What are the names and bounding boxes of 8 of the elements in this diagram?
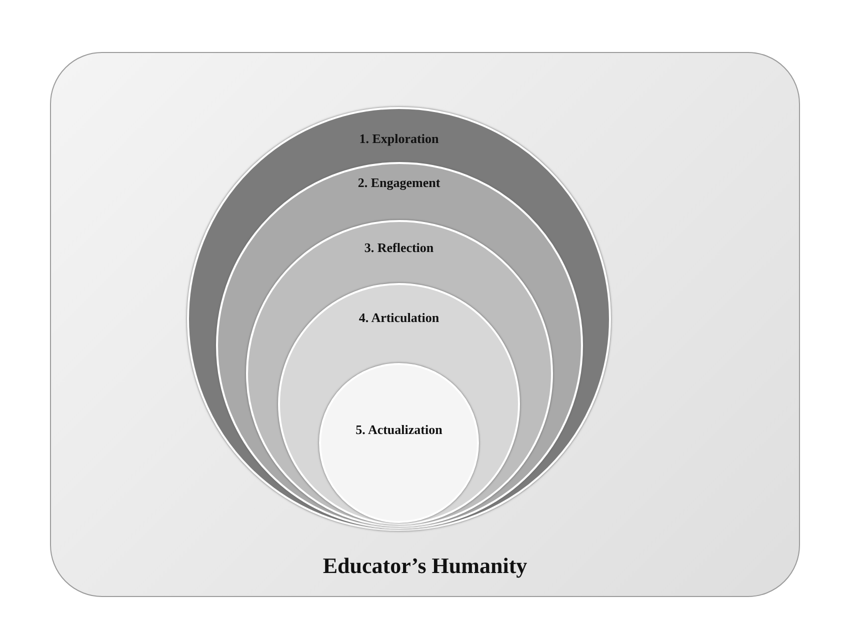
rounded-panel	[50, 52, 800, 597]
stage-label: 1. Exploration	[359, 131, 439, 147]
stage-label: 5. Actualization	[356, 422, 442, 438]
stage-label: 2. Engagement	[358, 175, 440, 191]
stage-label: 4. Articulation	[358, 310, 440, 326]
panel-title: Educator’s Humanity	[322, 553, 528, 579]
stage-label: 3. Reflection	[364, 240, 434, 256]
stage-circle	[319, 363, 479, 523]
